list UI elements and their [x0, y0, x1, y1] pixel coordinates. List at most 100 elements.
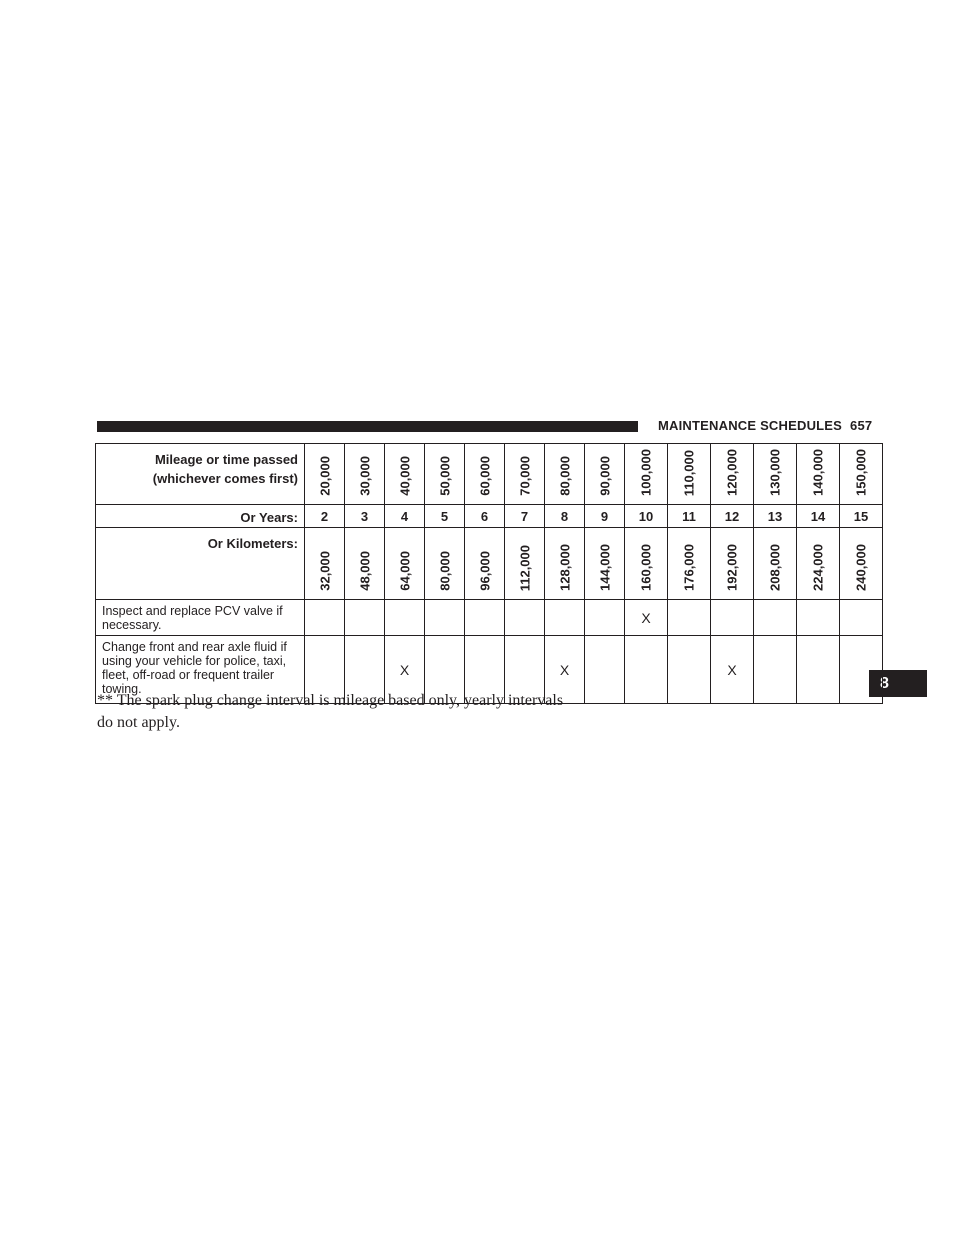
year-cell: 3	[344, 504, 385, 528]
header-rule	[97, 421, 638, 432]
mileage-value: 40,000	[397, 456, 412, 496]
mileage-value: 130,000	[767, 449, 783, 496]
kilometers-cell: 192,000	[710, 527, 754, 600]
mileage-value: 100,000	[638, 449, 654, 496]
schedule-mark-cell	[424, 599, 465, 636]
mileage-value: 110,000	[681, 449, 697, 496]
schedule-mark-cell	[544, 599, 585, 636]
year-cell: 4	[384, 504, 425, 528]
kilometers-value: 80,000	[437, 551, 452, 591]
mileage-cell: 70,000	[504, 443, 545, 505]
kilometers-cell: 144,000	[584, 527, 625, 600]
mileage-cell: 110,000	[667, 443, 711, 505]
item-label: Inspect and replace PCV valve if necessa…	[95, 599, 305, 636]
mileage-value: 20,000	[317, 456, 332, 496]
kilometers-value: 144,000	[597, 544, 612, 591]
mileage-value: 70,000	[517, 456, 532, 496]
schedule-mark-cell	[796, 635, 840, 704]
kilometers-cell: 160,000	[624, 527, 668, 600]
mileage-cell: 130,000	[753, 443, 797, 505]
kilometers-cell: 128,000	[544, 527, 585, 600]
schedule-mark-cell	[753, 635, 797, 704]
schedule-mark-cell	[584, 635, 625, 704]
mileage-cell: 80,000	[544, 443, 585, 505]
item-label: Change front and rear axle fluid if usin…	[95, 635, 305, 704]
kilometers-value: 192,000	[724, 544, 740, 591]
schedule-mark-cell	[667, 599, 711, 636]
schedule-mark-cell	[344, 599, 385, 636]
mileage-cell: 50,000	[424, 443, 465, 505]
kilometers-row: Or Kilometers: 32,000 48,000 64,000 80,000 9…	[95, 527, 883, 600]
schedule-mark-cell	[344, 635, 385, 704]
schedule-mark-cell	[504, 635, 545, 704]
schedule-mark-cell	[796, 599, 840, 636]
kilometers-value: 64,000	[397, 551, 412, 591]
schedule-mark-cell	[504, 599, 545, 636]
schedule-mark-cell	[839, 599, 883, 636]
kilometers-cell: 64,000	[384, 527, 425, 600]
mileage-value: 50,000	[437, 456, 452, 496]
kilometers-value: 176,000	[681, 544, 697, 591]
kilometers-value: 112,000	[517, 544, 532, 591]
kilometers-cell: 224,000	[796, 527, 840, 600]
schedule-item-row: Inspect and replace PCV valve if necessa…	[95, 599, 883, 636]
mileage-value: 90,000	[597, 456, 612, 496]
mileage-label-line1: Mileage or time passed	[154, 452, 298, 467]
mileage-value: 120,000	[724, 449, 740, 496]
mileage-cell: 30,000	[344, 443, 385, 505]
mileage-header: Mileage or time passed (whichever comes …	[95, 443, 305, 505]
kilometers-value: 128,000	[557, 544, 572, 591]
kilometers-cell: 32,000	[304, 527, 345, 600]
schedule-mark-cell	[667, 635, 711, 704]
schedule-mark-cell	[384, 599, 425, 636]
schedule-mark-cell	[304, 599, 345, 636]
section-title: MAINTENANCE SCHEDULES	[658, 418, 843, 433]
kilometers-cell: 80,000	[424, 527, 465, 600]
year-cell: 9	[584, 504, 625, 528]
schedule-mark-cell	[424, 635, 465, 704]
year-cell: 14	[796, 504, 840, 528]
mileage-cell: 20,000	[304, 443, 345, 505]
kilometers-value: 224,000	[810, 544, 826, 591]
kilometers-value: 160,000	[638, 544, 654, 591]
mileage-value: 80,000	[557, 456, 572, 496]
kilometers-value: 208,000	[767, 544, 783, 591]
kilometers-value: 96,000	[477, 551, 492, 591]
year-cell: 8	[544, 504, 585, 528]
schedule-item-row: Change front and rear axle fluid if usin…	[95, 635, 883, 704]
mileage-value: 60,000	[477, 456, 492, 496]
maintenance-schedule-table: Mileage or time passed (whichever comes …	[95, 443, 883, 704]
mileage-label-line2: (whichever comes first)	[152, 471, 298, 486]
schedule-mark-cell: X	[544, 635, 585, 704]
year-cell: 12	[710, 504, 754, 528]
years-header: Or Years:	[95, 504, 305, 528]
mileage-cell: 120,000	[710, 443, 754, 505]
mileage-value: 140,000	[810, 449, 826, 496]
mileage-cell: 60,000	[464, 443, 505, 505]
schedule-mark-cell	[584, 599, 625, 636]
kilometers-value: 240,000	[853, 544, 869, 591]
schedule-mark-cell	[710, 599, 754, 636]
year-cell: 7	[504, 504, 545, 528]
kilometers-header: Or Kilometers:	[95, 527, 305, 600]
year-cell: 2	[304, 504, 345, 528]
schedule-mark-cell: X	[384, 635, 425, 704]
year-cell: 5	[424, 504, 465, 528]
kilometers-value: 48,000	[357, 551, 372, 591]
schedule-mark-cell	[624, 635, 668, 704]
mileage-row: Mileage or time passed (whichever comes …	[95, 443, 883, 505]
schedule-mark-cell	[839, 635, 883, 704]
schedule-mark-cell	[464, 599, 505, 636]
mileage-cell: 90,000	[584, 443, 625, 505]
mileage-cell: 100,000	[624, 443, 668, 505]
schedule-mark-cell: X	[624, 599, 668, 636]
mileage-value: 150,000	[853, 449, 869, 496]
year-cell: 15	[839, 504, 883, 528]
kilometers-cell: 208,000	[753, 527, 797, 600]
mileage-cell: 40,000	[384, 443, 425, 505]
footnote: ** The spark plug change interval is mil…	[97, 692, 564, 731]
page-number: 657	[850, 418, 873, 433]
year-cell: 13	[753, 504, 797, 528]
schedule-mark-cell	[753, 599, 797, 636]
